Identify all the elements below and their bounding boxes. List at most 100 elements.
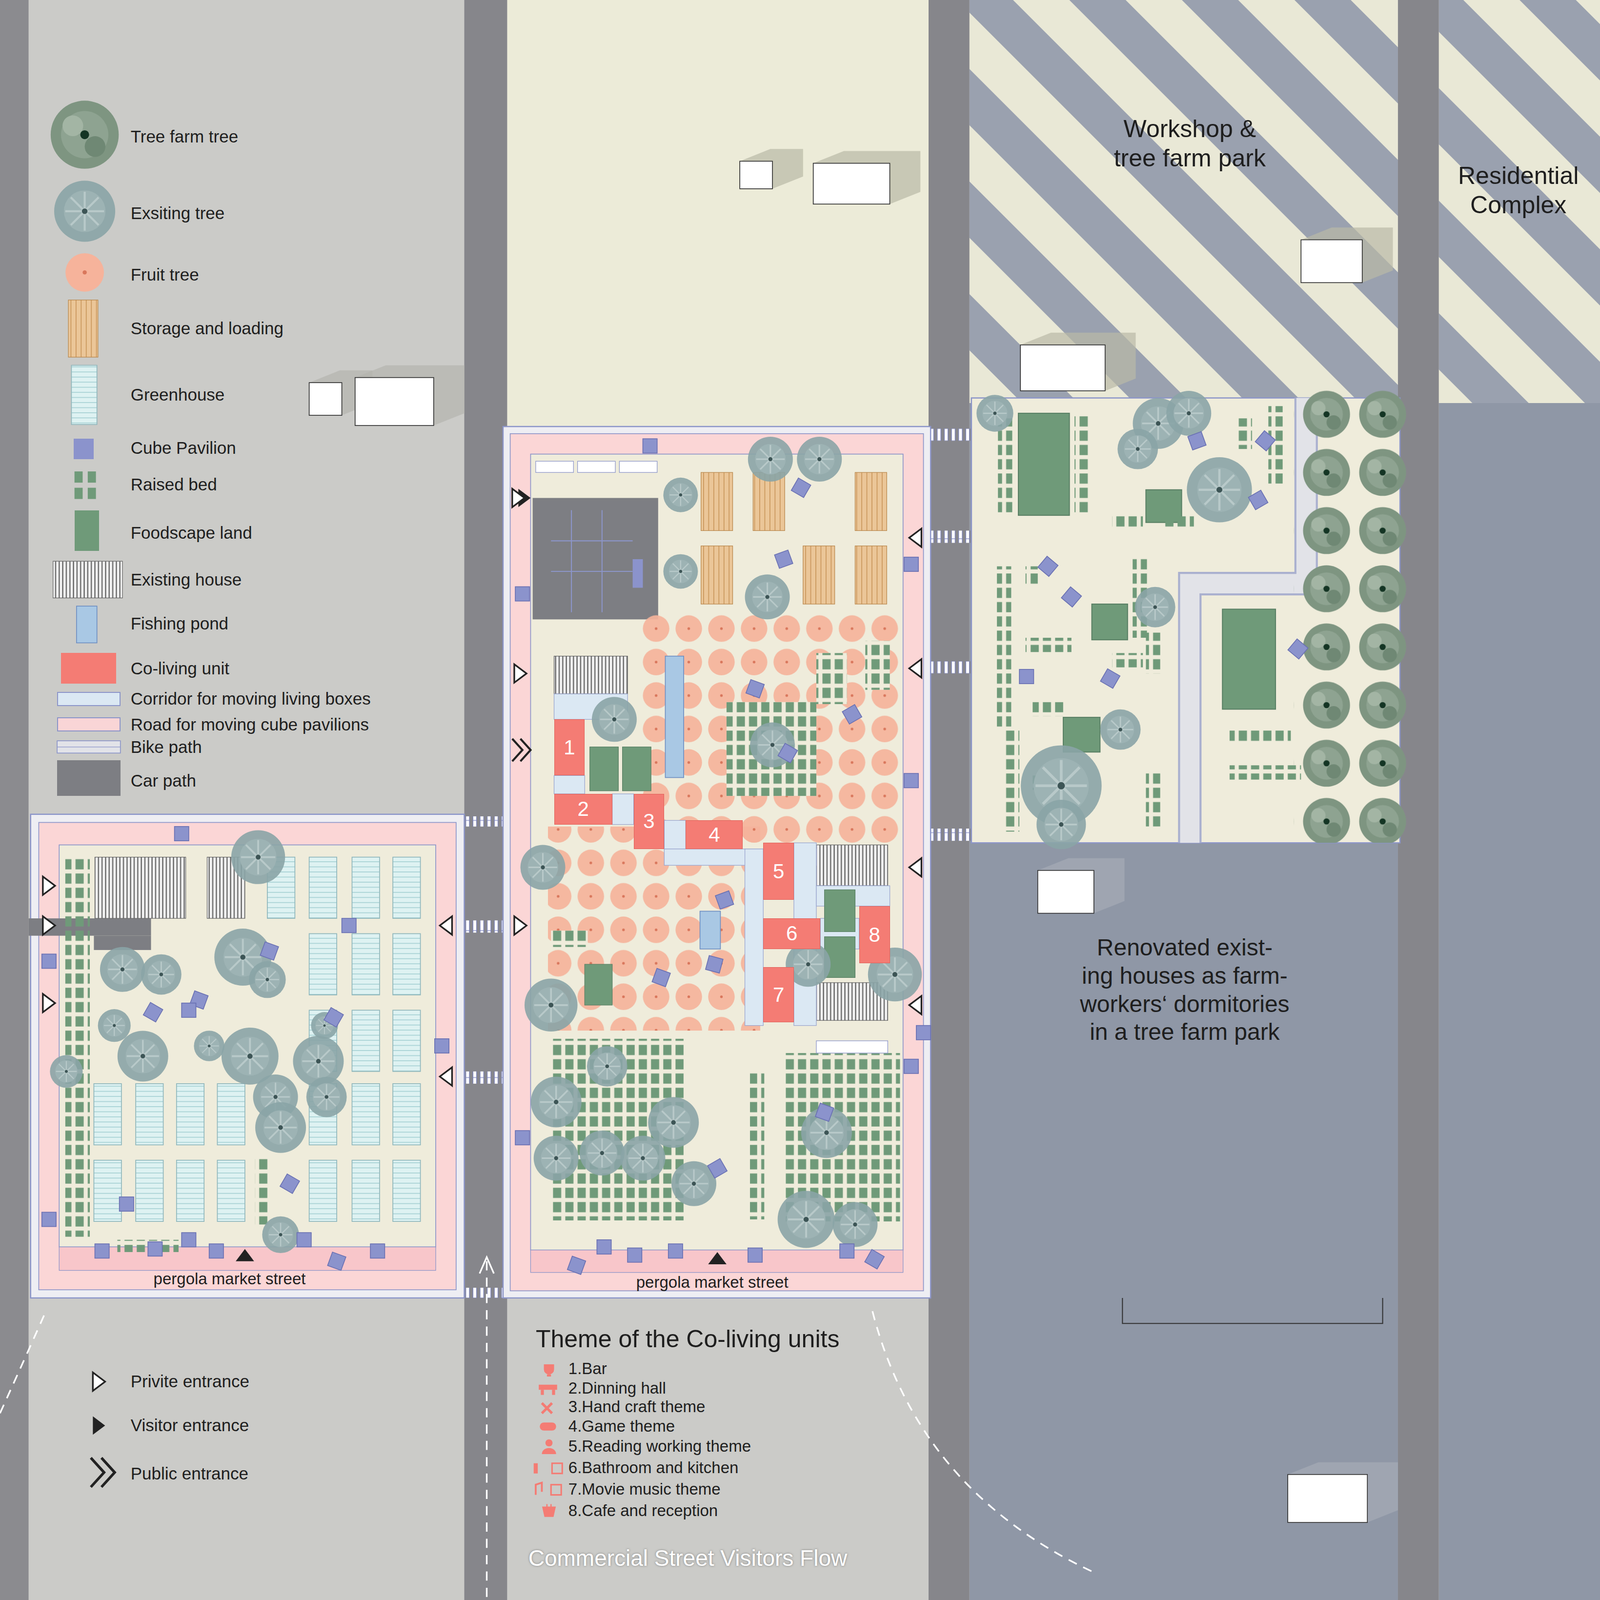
plan-use [255,1102,306,1154]
plan-rect [309,1160,337,1222]
legend-label: Foodscape land [130,522,253,544]
plan-use [297,1232,312,1247]
plan-rect [1237,418,1253,449]
plan-rect [392,1160,421,1222]
plan-rect [57,740,121,753]
plan-use [514,916,527,935]
plan-rect [665,656,684,778]
right-block [971,387,1415,850]
legend-swatch [57,717,121,732]
map-label: 3.Hand craft theme [568,1397,706,1417]
plan-path [1122,1297,1383,1324]
plan-path [543,1503,556,1517]
plan-rect [930,828,972,841]
plan-rect [309,933,337,995]
plan-rect [1438,403,1600,1600]
plan-use [815,1103,834,1122]
map-label: pergola market street [153,1269,306,1289]
plan-rect [745,849,764,1026]
map-label: 1.Bar [568,1358,608,1379]
plan-rect [700,911,721,949]
plan-use [1061,587,1082,608]
plan-rect [1112,515,1143,530]
plan-rect [309,857,337,919]
plan-use [777,1191,835,1249]
plan-use [50,100,119,169]
plan-use [119,1196,134,1212]
unit-number: 4 [708,824,720,846]
middle-block [503,426,931,1298]
plan-use [746,679,765,699]
map-label: Workshop & tree farm park [1106,114,1273,173]
unit-number: 3 [643,810,655,832]
legend-label: Fishing pond [130,613,229,634]
plan-rect [38,822,456,1291]
legend-swatch [74,510,100,552]
plan-use [42,876,56,895]
plan-use [745,574,790,620]
legend-swatch [57,691,121,707]
plan-rect [639,612,904,850]
plan-polygon [355,365,465,426]
legend-label: Road for moving cube pavilions [130,714,369,735]
plan-use [1287,638,1308,659]
plan-rect [510,433,924,1292]
map-label: 6.Bathroom and kitchen [568,1458,739,1478]
plan-use [520,845,566,891]
co-living-unit: 7 [763,967,794,1023]
plan-use [668,1243,683,1258]
plan-use [791,478,811,498]
plan-rect [392,933,421,995]
plan-path [535,1482,543,1496]
plan-use [248,961,286,998]
plan-use [839,1243,854,1258]
plan-line [486,1260,488,1598]
plan-use [904,557,919,572]
map-label: 8.Cafe and reception [568,1500,718,1521]
plan-rect [865,640,890,690]
plan-rect [701,546,733,605]
plan-use [909,858,922,877]
co-living-unit: 6 [763,918,821,950]
plan-rect [997,418,1013,516]
plan-rect [816,1040,888,1054]
plan-rect [701,472,733,531]
plan-use [306,1076,347,1118]
plan-rect [550,930,588,947]
unit-number: 6 [786,923,798,944]
plan-rect [74,487,83,500]
plan-rect [1294,387,1415,844]
legend-label: Fruit tree [130,264,200,285]
plan-use [663,554,698,589]
plan-use [515,1130,530,1145]
plan-rect [865,640,890,690]
plan-rect [854,472,887,531]
plan-use [567,1255,587,1275]
legend-label: Tree farm tree [130,126,239,147]
map-label: Renovated exist- ing houses as farm-work… [1079,933,1290,1046]
plan-use [100,947,145,993]
plan-use [642,438,657,453]
unit-number: 5 [772,861,785,882]
plan-use [1166,390,1212,436]
plan-rect [1145,632,1160,674]
plan-use [748,436,793,482]
plan-rect [539,1422,556,1431]
map-label: 5.Reading working theme [568,1436,751,1457]
plan-path [541,1402,552,1414]
plan-use [260,941,279,961]
plan-use [193,1030,225,1062]
plan-use [774,549,793,569]
legend-label: Raised bed [130,474,218,495]
plan-rect [533,1463,538,1474]
plan-rect [550,930,588,947]
plan-path [541,1447,556,1455]
plan-rect [1032,702,1064,717]
plan-use [512,488,525,508]
plan-rect [554,656,628,694]
plan-rect [76,606,98,643]
plan-rect [1145,770,1160,827]
plan-use [42,993,56,1013]
legend-label: Co-living unit [130,658,230,679]
